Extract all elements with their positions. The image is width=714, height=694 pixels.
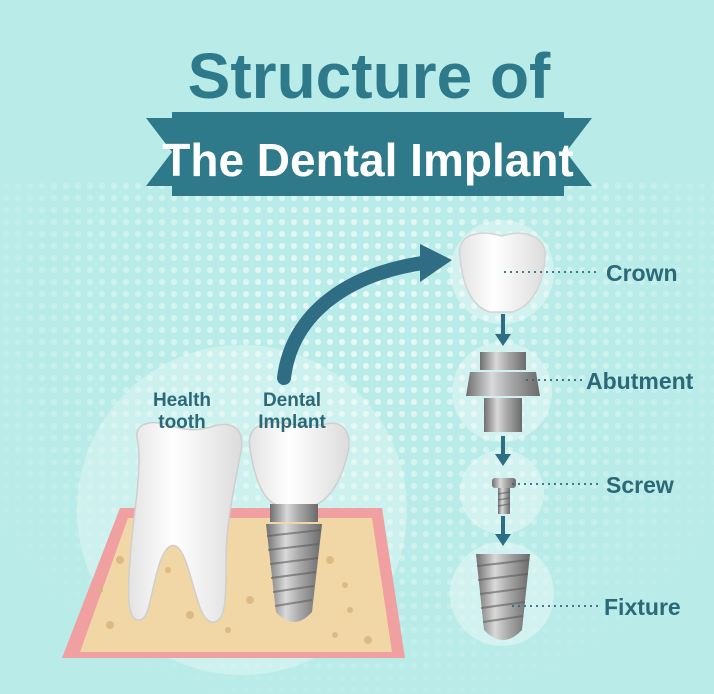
label-implant-line2: Implant — [258, 412, 326, 433]
jaw-bone — [62, 508, 405, 658]
part-label-fixture: Fixture — [604, 594, 681, 620]
part-label-screw: Screw — [606, 472, 674, 498]
abutment — [466, 352, 540, 432]
part-label-crown: Crown — [606, 260, 678, 286]
leader-lines — [504, 271, 600, 607]
fixture — [476, 554, 530, 640]
title-banner — [146, 112, 592, 196]
title-line2: The Dental Implant — [162, 134, 573, 186]
healthy-tooth — [127, 421, 243, 623]
component-arrows — [495, 314, 511, 546]
label-implant-line1: Dental — [263, 390, 321, 411]
screw — [492, 478, 516, 514]
label-health-line1: Health — [153, 390, 211, 411]
title-line1: Structure of — [188, 40, 551, 112]
part-label-abutment: Abutment — [586, 368, 694, 394]
crown — [458, 232, 546, 313]
curved-arrow-head — [420, 244, 452, 282]
curved-arrow — [277, 255, 437, 385]
implanted-tooth — [248, 421, 350, 622]
label-health-line2: tooth — [158, 412, 205, 433]
